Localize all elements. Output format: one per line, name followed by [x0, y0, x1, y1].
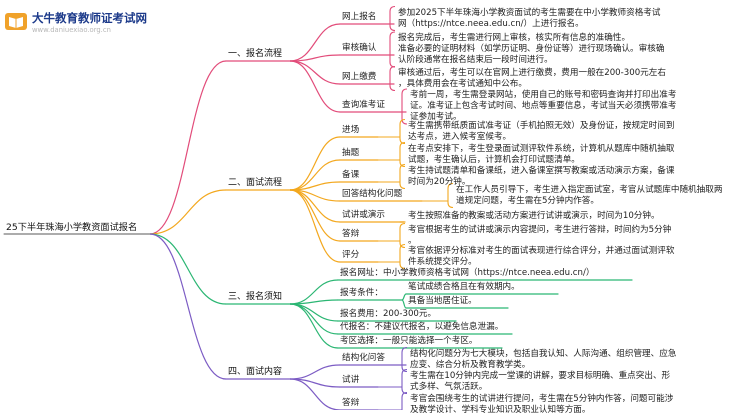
item-label: 进场 — [342, 125, 360, 135]
desc-bracket — [399, 141, 406, 168]
desc-bracket — [389, 31, 396, 68]
item-label: 报考条件： — [340, 288, 383, 298]
item-label: 网上缴费 — [342, 72, 377, 82]
item-description-line: ，具体费用会在考试通知中公布。 — [398, 78, 527, 89]
item-label: 结构化问答 — [342, 353, 385, 363]
item-label: 报名费用：200-300元。 — [340, 309, 437, 319]
item-to-sub-link — [401, 293, 407, 301]
item-description-line: 件系统提交评分。 — [408, 256, 477, 267]
branch-to-item-link — [289, 60, 341, 113]
branch-to-item-link — [289, 303, 339, 335]
root-to-branch-link — [149, 233, 227, 305]
item-description-line: 时间为20分钟。 — [408, 176, 471, 187]
item-description-line: 认阶段通常在报名结束后一段时间进行。 — [398, 55, 553, 65]
desc-bracket — [401, 346, 408, 373]
item-label: 网上报名 — [342, 12, 377, 22]
branch-to-item-link — [289, 159, 341, 191]
item-description-line: 考前一周，考生需登录网站，使用自己的账号和密码查询并打印出准考 — [410, 90, 677, 100]
root-to-branch-link — [149, 189, 227, 235]
book-logo-icon — [5, 13, 27, 30]
item-description-line: 考官依据评分标准对考生的面试表现进行综合评分，并通过面试测评软 — [408, 245, 675, 256]
branch-to-item-link — [289, 303, 339, 349]
item-description-line: 在工作人员引导下，考生进入指定面试室，考官从试题库中随机抽取两 — [456, 184, 723, 195]
watermark-url: www.daniuexiao.org.cn — [32, 26, 111, 34]
branch-to-item-link — [289, 299, 339, 305]
watermark-logo: 大牛教育教师证考试网 www.daniuexiao.org.cn — [4, 6, 154, 40]
item-description-line: 及教学设计、学科专业知识及职业认知等方面。 — [410, 404, 591, 415]
desc-bracket — [401, 88, 408, 125]
item-description-line: 参加2025下半年珠海小学教资面试的考生需要在中小学教师资格考试 — [398, 7, 661, 18]
sub-item-label: 具备当地居住证。 — [408, 296, 477, 306]
branch-node: 四、面试内容 — [228, 367, 283, 377]
item-label: 报名网址：中小学教师资格考试网（https://ntce.neea.edu.cn… — [340, 268, 595, 278]
item-description-line: 达考点，进入候考室候考。 — [408, 131, 512, 142]
item-to-sub-link — [401, 299, 407, 309]
item-description-line: 考生需在10分钟内完成一堂课的讲解，要求目标明确、重点突出、形 — [410, 370, 671, 381]
branch-to-item-link — [289, 378, 341, 410]
desc-bracket — [401, 391, 408, 410]
item-description-line: 在考点安排下，考生登录面试测评软件系统，计算机从题库中随机抽取 — [408, 143, 675, 154]
branch-node: 一、报名流程 — [228, 49, 283, 59]
branch-to-item-link — [289, 364, 341, 380]
item-description-line: 准备必要的证明材料（如学历证明、身份证等）进行现场确认。审核确 — [398, 44, 665, 54]
branch-to-item-link — [289, 23, 341, 62]
desc-bracket — [399, 163, 406, 190]
item-description-line: 证。准考证上包含考试时间、地点等重要信息，考试当天必须携带准考 — [410, 101, 677, 111]
item-description-line: 式多样、气氛活跃。 — [410, 381, 488, 392]
item-label: 备课 — [342, 170, 360, 180]
item-description-line: 考生需携带纸质面试准考证（手机拍照无效）及身份证，按规定时间到 — [408, 120, 675, 131]
item-description-line: 考官会围绕考生的试讲进行提问，考生需在5分钟内作答，问题可能涉 — [410, 393, 674, 404]
item-description-line: 网（https://ntce.neea.edu.cn/）上进行报名。 — [398, 18, 584, 29]
item-description-line: 试题，考生确认后，计算机会打印试题清单。 — [408, 154, 580, 165]
item-description-line: 。 — [408, 235, 417, 246]
desc-bracket — [447, 182, 454, 209]
item-description-line: 考生持试题清单和备课纸，进入备课室撰写教案或活动演示方案，备课 — [408, 165, 675, 176]
item-description-line: 应变、综合分析及教育教学类。 — [410, 359, 531, 370]
item-description-line: 报名完成后，考生需进行网上审核，核实所有信息的准确性。 — [398, 33, 631, 43]
branch-to-item-link — [289, 189, 341, 242]
item-label: 代报名：不建议代报名，以避免信息泄漏。 — [340, 322, 504, 332]
desc-bracket — [389, 5, 396, 32]
item-label: 评分 — [342, 250, 360, 260]
item-description-line: 结构化问题分为七大模块，包括自我认知、人际沟通、组织管理、应急 — [410, 348, 677, 359]
branch-node: 三、报名须知 — [228, 292, 283, 302]
branch-node: 二、面试流程 — [228, 178, 283, 188]
item-description-line: 考生按照准备的教案或活动方案进行试讲或演示，时间为10分钟。 — [408, 211, 660, 221]
desc-bracket — [399, 243, 406, 270]
desc-bracket — [401, 368, 408, 395]
item-label: 查询准考证 — [342, 100, 385, 110]
root-node: 25下半年珠海小学教资面试报名 — [6, 222, 138, 233]
item-label: 试讲 — [342, 375, 360, 385]
branch-to-item-link — [289, 189, 341, 223]
item-label: 试讲或演示 — [342, 210, 385, 220]
root-to-branch-link — [149, 233, 227, 380]
item-description-line: 考官根据考生的试讲或演示内容提问，考生进行答辩，时间约为5分钟 — [408, 224, 672, 235]
item-description-line: 审核通过后，考生可以在官网上进行缴费，费用一般在200-300元左右 — [398, 67, 666, 78]
item-label: 回答结构化问题 — [342, 189, 403, 199]
desc-bracket — [389, 65, 396, 92]
item-label: 审核确认 — [342, 43, 377, 53]
item-description-line: 道规定问题，考生需在5分钟内作答。 — [456, 195, 599, 206]
item-label: 考区选择：一般只能选择一个考区。 — [340, 336, 478, 346]
item-label: 答辩 — [342, 229, 360, 239]
item-description-line: 证参加考试。 — [410, 112, 462, 122]
root-to-branch-link — [149, 60, 227, 235]
desc-bracket — [399, 222, 406, 249]
item-label: 答辩 — [342, 398, 360, 408]
branch-to-item-link — [289, 189, 341, 263]
item-label: 抽题 — [342, 148, 360, 158]
branch-to-item-link — [289, 60, 341, 85]
sub-item-label: 笔试成绩合格且在有效期内。 — [408, 282, 520, 292]
watermark-title: 大牛教育教师证考试网 — [32, 11, 147, 25]
branch-to-item-link — [289, 136, 341, 191]
